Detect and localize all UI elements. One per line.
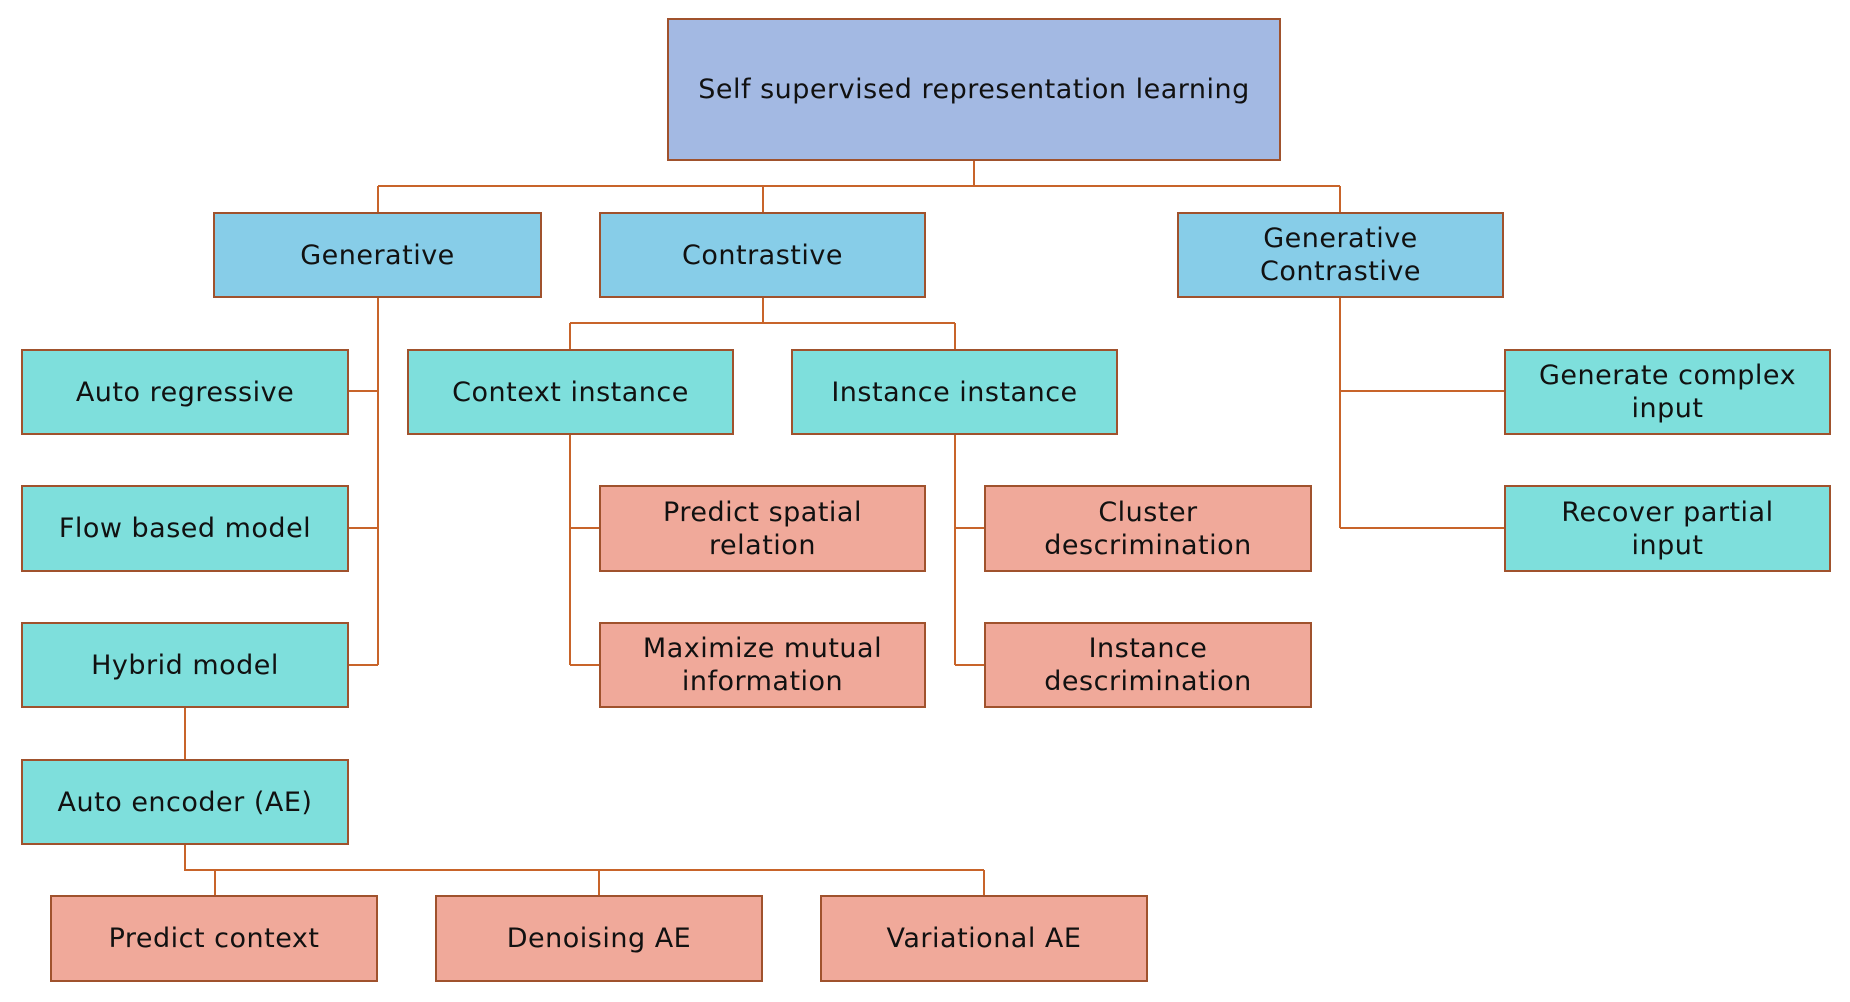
node-variational-ae: Variational AE (820, 895, 1148, 982)
node-generate-complex-input: Generate complex input (1504, 349, 1831, 435)
node-generative: Generative (213, 212, 542, 298)
node-contrastive: Contrastive (599, 212, 926, 298)
connector-generative-contrastive (1339, 298, 1504, 529)
node-flow-based-model: Flow based model (21, 485, 349, 572)
node-denoising-ae: Denoising AE (435, 895, 763, 982)
connector-contrastive (569, 298, 956, 349)
node-predict-context: Predict context (50, 895, 378, 982)
connector-root (377, 161, 1341, 212)
node-cluster-descrimination: Cluster descrimination (984, 485, 1312, 572)
node-generative-contrastive: Generative Contrastive (1177, 212, 1504, 298)
node-context-instance: Context instance (407, 349, 734, 435)
node-recover-partial-input: Recover partial input (1504, 485, 1831, 572)
node-instance-instance: Instance instance (791, 349, 1118, 435)
node-hybrid-model: Hybrid model (21, 622, 349, 708)
connector-ae (184, 845, 985, 895)
node-instance-descrimination: Instance descrimination (984, 622, 1312, 708)
connector-generative (349, 298, 379, 666)
connector-instance-instance (954, 435, 984, 666)
node-predict-spatial-relation: Predict spatial relation (599, 485, 926, 572)
node-auto-regressive: Auto regressive (21, 349, 349, 435)
node-auto-encoder: Auto encoder (AE) (21, 759, 349, 845)
connector-context-instance (569, 435, 599, 666)
node-root: Self supervised representation learning (667, 18, 1281, 161)
node-maximize-mutual-information: Maximize mutual information (599, 622, 926, 708)
